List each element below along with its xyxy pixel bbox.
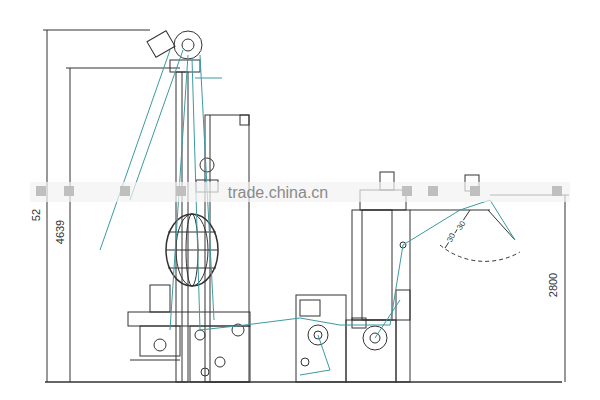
dimension-value: 4639 (54, 219, 66, 245)
angle-value: 30 (455, 219, 468, 233)
watermark: trade.china.cn (227, 184, 330, 202)
dimension-value: 2800 (547, 272, 559, 298)
dimension-value: 52 (30, 208, 42, 222)
angle-value: 30 (446, 231, 459, 245)
